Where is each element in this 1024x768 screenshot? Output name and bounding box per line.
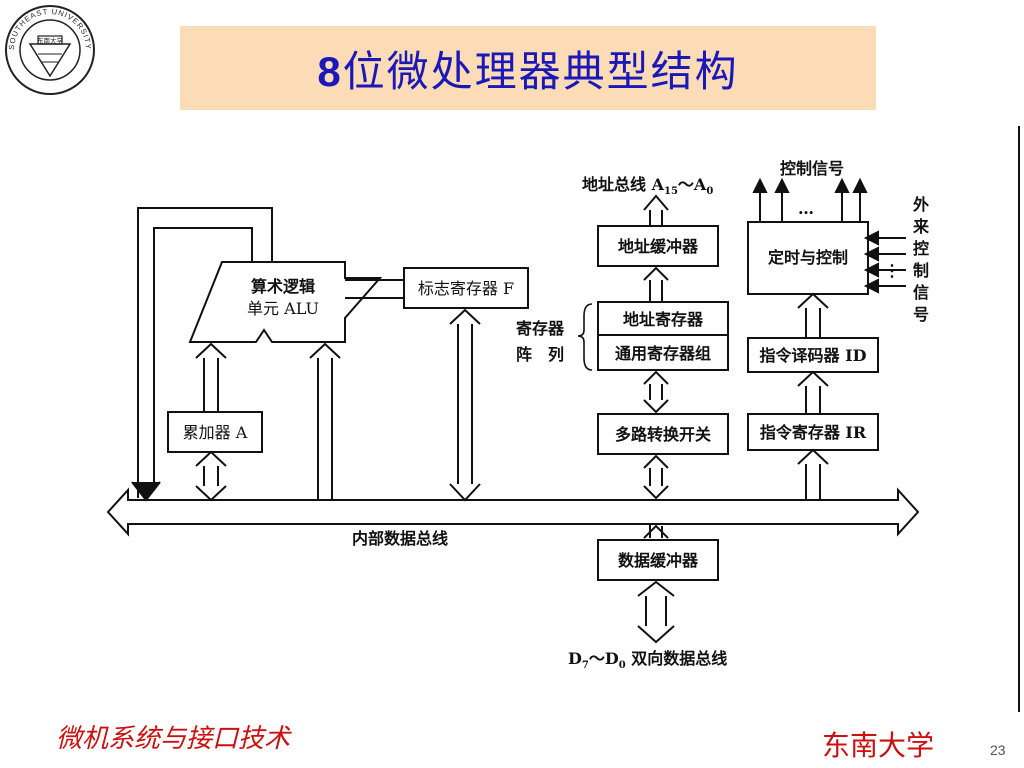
footer-university: 东南大学 — [822, 729, 935, 762]
register-array-label-1: 寄存器 — [516, 319, 565, 338]
alu-label-2: 单元 ALU — [247, 299, 319, 318]
control-signals-ellipsis: … — [798, 199, 814, 218]
data-buffer-label: 数据缓冲器 — [618, 551, 699, 570]
page-number: 23 — [990, 742, 1006, 758]
external-control-char: 号 — [913, 305, 929, 324]
alu-label-1: 算术逻辑 — [251, 277, 315, 296]
external-control-char: 信 — [913, 283, 929, 302]
right-border-line — [1018, 126, 1020, 712]
register-array-brace — [577, 303, 593, 371]
alu-shape — [188, 261, 383, 343]
flag-register-label: 标志寄存器 F — [418, 279, 514, 298]
control-signals-label: 控制信号 — [780, 159, 844, 178]
alu-output-loop-inner — [153, 227, 253, 482]
multiplexer-label: 多路转换开关 — [615, 425, 711, 444]
address-register-label: 地址寄存器 — [623, 310, 704, 329]
alu-output-loop — [137, 207, 273, 498]
address-bus-label: 地址总线 A15～A0 — [582, 175, 713, 197]
cpu-block-diagram: 算术逻辑 单元 ALU 累加器 A 标志寄存器 F 地址总线 A15～A0 地址… — [106, 159, 930, 671]
accumulator-label: 累加器 A — [183, 423, 248, 442]
footer-course-title: 微机系统与接口技术 — [56, 724, 291, 754]
address-buffer-box — [597, 225, 719, 267]
university-logo: SOUTHEAST UNIVERSITY 东南大学 — [5, 5, 95, 95]
external-control-char: 来 — [912, 217, 930, 236]
general-registers-label: 通用寄存器组 — [615, 344, 711, 363]
flag-register-box — [403, 267, 529, 309]
external-control-char: 控 — [913, 239, 929, 258]
multiplexer-box — [597, 413, 729, 455]
instruction-decoder-label: 指令译码器 ID — [760, 346, 867, 365]
slide-title: 8位微处理器典型结构 — [317, 38, 738, 99]
internal-bus-label: 内部数据总线 — [352, 529, 448, 548]
external-control-label: 外 来 控 制 信 号 — [912, 195, 930, 324]
data-buffer-box — [597, 539, 719, 581]
internal-data-bus-arrow — [106, 487, 920, 537]
external-inputs-ellipsis: ⋮ — [884, 261, 900, 280]
data-bus-label: D7～D0 双向数据总线 — [568, 649, 727, 671]
accumulator-box — [167, 411, 263, 453]
external-control-char: 制 — [913, 261, 929, 280]
timing-control-box — [747, 221, 869, 295]
register-array-label-2: 阵 列 — [516, 345, 564, 364]
address-buffer-label: 地址缓冲器 — [618, 237, 699, 256]
title-text: 位微处理器典型结构 — [342, 46, 739, 96]
instruction-register-label: 指令寄存器 IR — [760, 423, 867, 442]
logo-center-text: 东南大学 — [37, 36, 64, 45]
timing-control-label: 定时与控制 — [767, 248, 848, 267]
external-control-char: 外 — [912, 195, 929, 214]
title-banner: 8位微处理器典型结构 — [180, 26, 876, 110]
title-number: 8 — [317, 47, 343, 95]
